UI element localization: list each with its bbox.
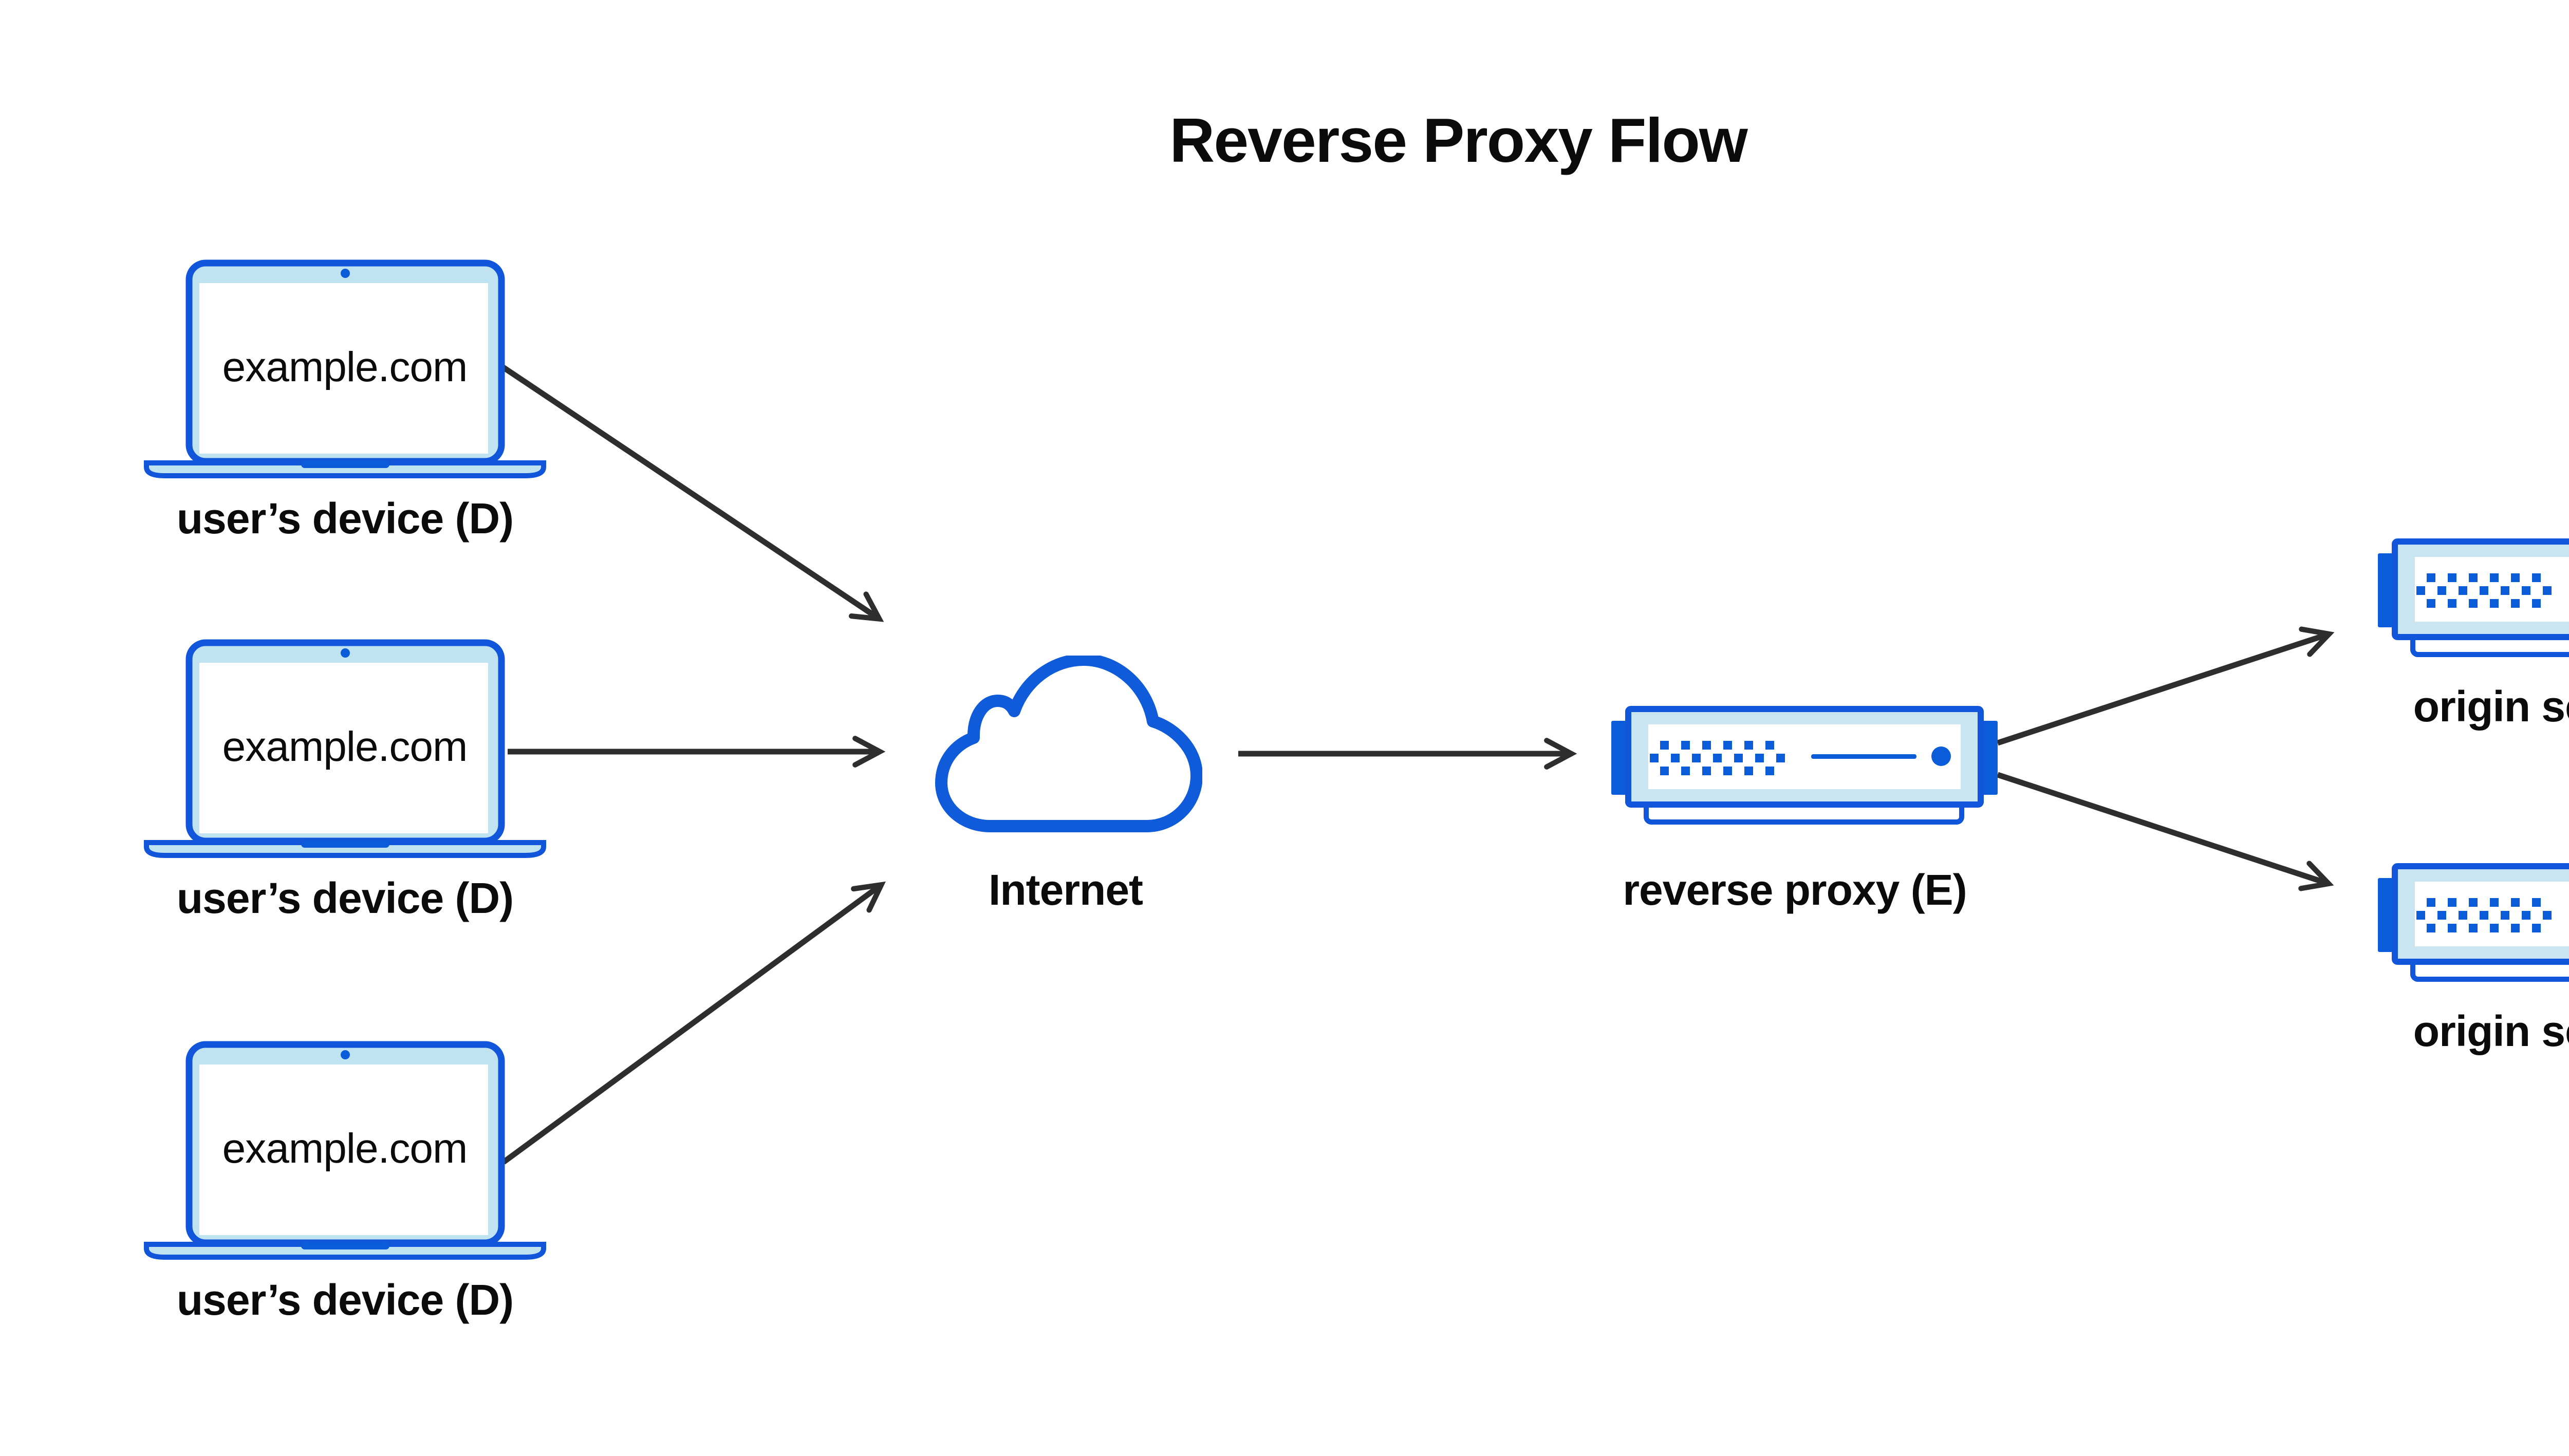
laptop-base [144,1242,546,1260]
proxy-caption: reverse proxy (E) [1623,866,1967,914]
internet-node [921,656,1202,833]
arrow-device1-to-internet [499,363,884,622]
server-vent-dots [2416,573,2552,608]
reverse-proxy-node [1611,706,1998,827]
origin-server-1-caption: origin server (F) [2413,682,2569,731]
laptop-screen [199,283,488,454]
user-device-2: example.com user’s device (D) [144,639,546,947]
server-icon [2378,538,2569,657]
arrow-proxy-to-origin2 [1997,772,2334,891]
device-screen-label: example.com [222,723,468,770]
server-right-tab [1980,721,1998,795]
laptop-screen [199,663,488,833]
device-caption: user’s device (D) [176,874,514,922]
internet-caption: Internet [988,866,1143,914]
user-device-3: example.com user’s device (D) [144,1041,546,1349]
page-title: Reverse Proxy Flow [1169,105,1748,175]
device-screen-label: example.com [222,344,468,390]
arrow-device3-to-internet [501,881,886,1165]
server-icon [1611,706,1998,825]
server-led-icon [1931,746,1951,766]
server-vent-dots [2416,898,2552,932]
device-screen-label: example.com [222,1125,468,1172]
origin-server-2-caption: origin server (F) [2413,1007,2569,1055]
user-device-1: example.com user’s device (D) [144,259,546,568]
laptop-base-notch [301,840,389,848]
server-icon [2378,863,2569,982]
arrow-proxy-to-origin1 [1997,626,2335,746]
laptop-base-notch [301,460,389,468]
origin-server-2-node [2378,863,2569,984]
laptop-icon: example.com [144,1041,546,1260]
cloud-shape [935,656,1202,832]
camera-dot-icon [341,1050,350,1059]
laptop-base [144,460,546,478]
server-vent-dots [1650,741,1785,775]
server-left-tab [1611,721,1629,795]
server-left-tab [2378,553,2395,627]
laptop-base [144,840,546,858]
laptop-icon: example.com [144,259,546,478]
laptop-icon: example.com [144,639,546,858]
origin-server-1-node [2378,538,2569,660]
camera-dot-icon [341,648,350,658]
device-caption: user’s device (D) [176,494,514,543]
camera-dot-icon [341,269,350,278]
laptop-screen [199,1065,488,1235]
cloud-icon [935,656,1202,832]
laptop-base-notch [301,1242,389,1249]
server-left-tab [2378,878,2395,952]
server-slot-line [1811,754,1916,759]
device-caption: user’s device (D) [176,1276,514,1324]
